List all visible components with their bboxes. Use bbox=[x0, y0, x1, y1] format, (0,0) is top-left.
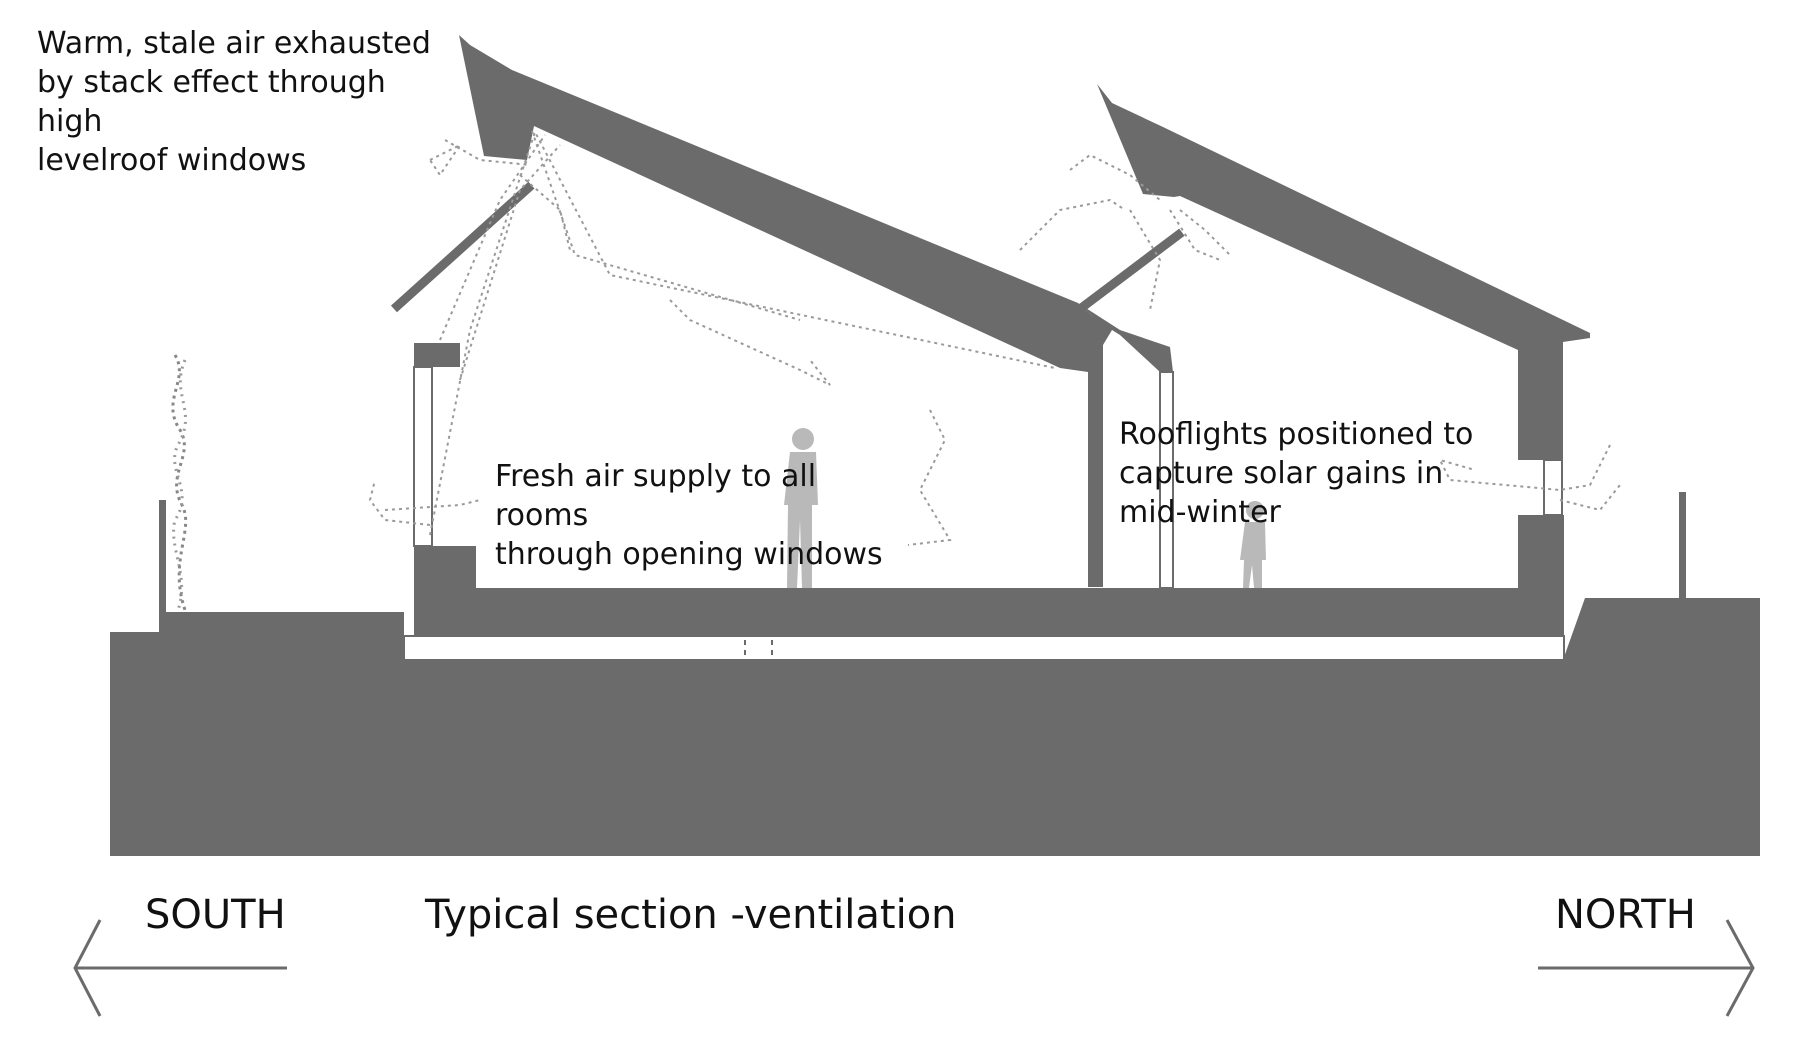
roof-junction bbox=[1078, 303, 1173, 587]
foundation-dashes bbox=[413, 640, 1581, 735]
section-title: Typical section -ventilation bbox=[425, 892, 957, 938]
ground-mass bbox=[110, 598, 1760, 856]
north-rooflight-sash bbox=[1075, 228, 1185, 315]
floor-slab bbox=[414, 515, 1564, 636]
person-figure-1 bbox=[784, 428, 818, 588]
north-garden-wall bbox=[1679, 492, 1686, 600]
rooflights-annotation: Rooflights positioned to capture solar g… bbox=[1119, 417, 1474, 530]
south-label: SOUTH bbox=[145, 892, 286, 938]
foundation-gap bbox=[403, 635, 1565, 661]
south-window bbox=[413, 366, 433, 547]
south-wall-lintel bbox=[414, 343, 460, 367]
south-arrow bbox=[73, 919, 287, 1017]
person-figure-2 bbox=[1240, 501, 1266, 588]
clerestory-window bbox=[1159, 371, 1174, 589]
tall-roof bbox=[459, 35, 1093, 587]
climbing-plant bbox=[171, 354, 188, 611]
south-garden-wall bbox=[159, 500, 166, 632]
south-rooflight-sash bbox=[390, 181, 535, 313]
airflow-arrows bbox=[368, 129, 1621, 546]
south-wall-sill bbox=[414, 546, 476, 588]
north-arrow bbox=[1538, 919, 1755, 1017]
north-label: NORTH bbox=[1555, 892, 1696, 938]
north-window bbox=[1543, 459, 1563, 516]
stack-effect-annotation: Warm, stale air exhausted by stack effec… bbox=[37, 26, 431, 178]
fresh-air-annotation: Fresh air supply to all rooms through op… bbox=[495, 459, 883, 572]
short-roof bbox=[1097, 84, 1590, 460]
climbing-plant-2 bbox=[172, 359, 187, 611]
